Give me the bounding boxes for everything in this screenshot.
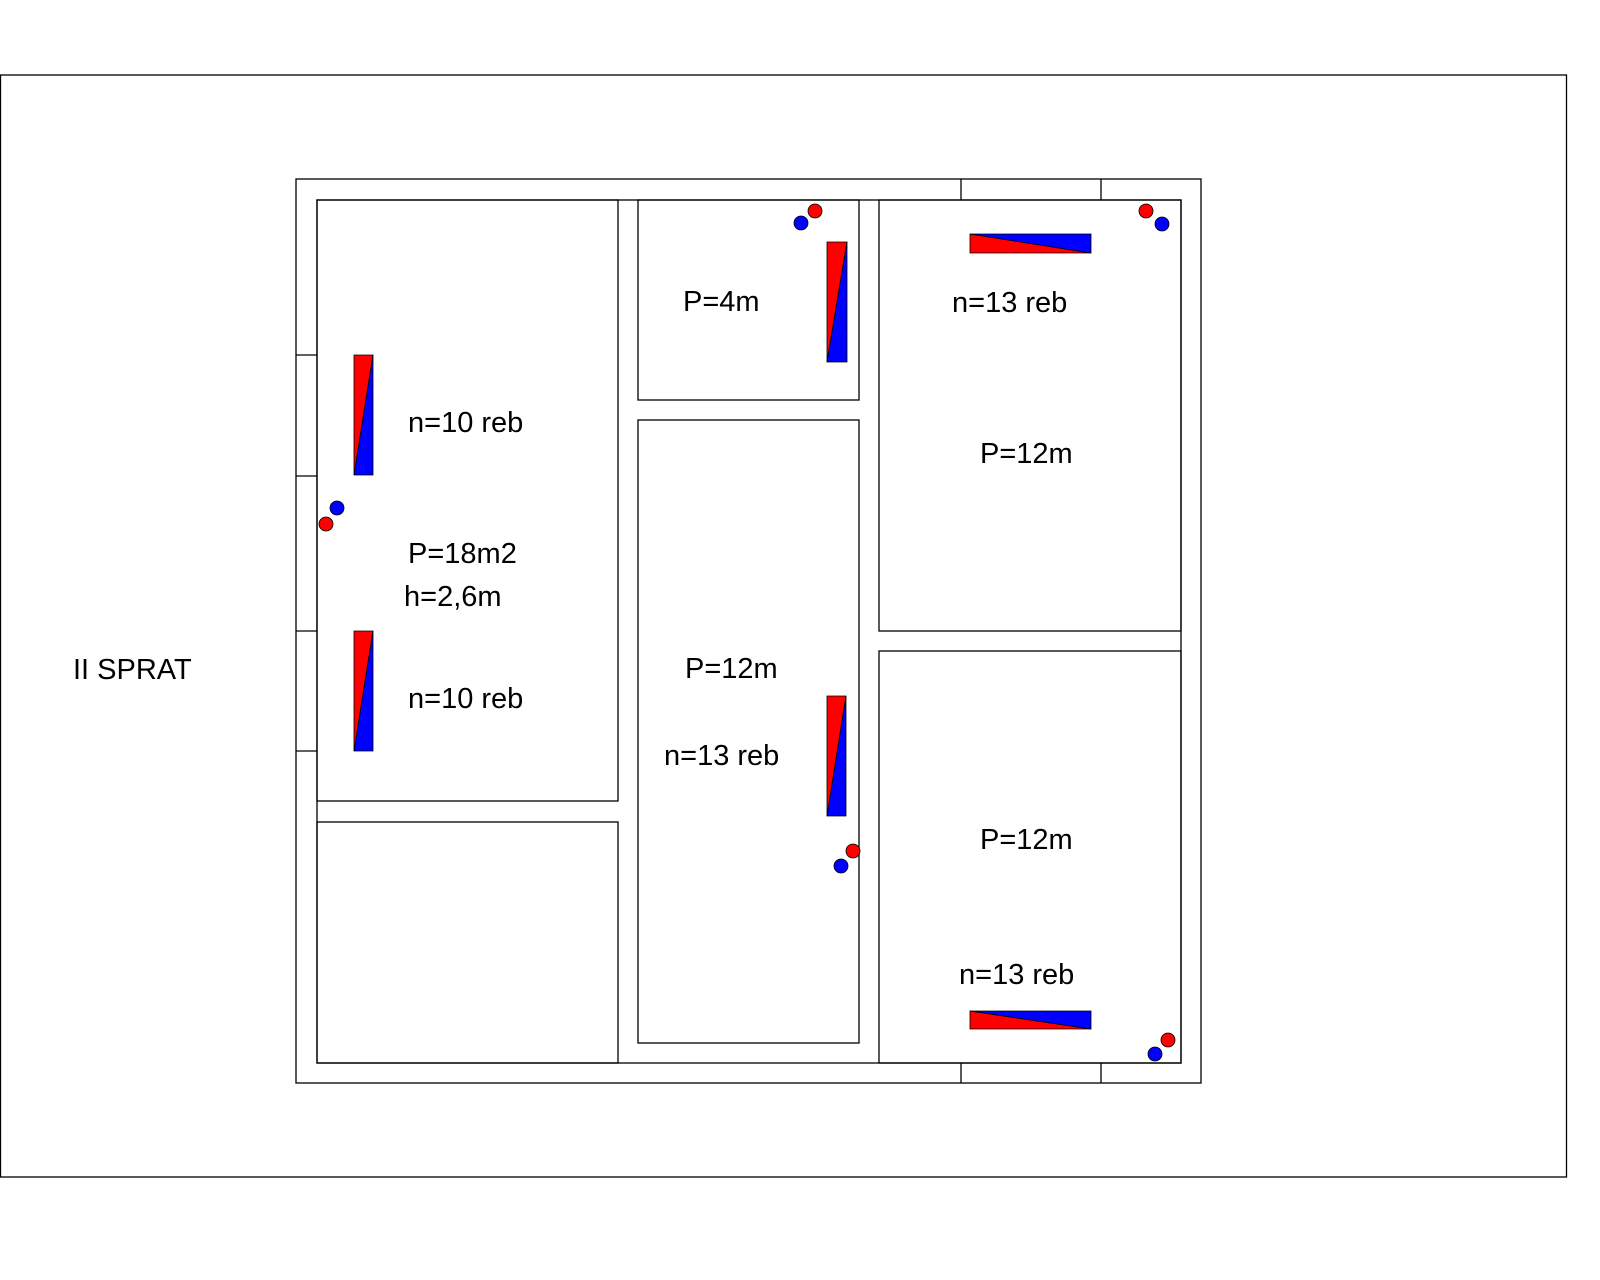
middle-room (637, 419, 860, 1044)
bottom-left-room (316, 821, 619, 1064)
pipe-riser-middle-top (793, 203, 823, 231)
radiator-right-top (969, 233, 1092, 254)
left-room-height-label: h=2,6m (404, 581, 502, 613)
windows (296, 179, 1102, 1083)
radiator-middle (826, 695, 847, 817)
return-pipe-icon (833, 858, 849, 874)
return-pipe-icon (1154, 216, 1170, 232)
supply-pipe-icon (1138, 203, 1154, 219)
left-room (316, 199, 619, 802)
radiator-left-top (353, 354, 374, 476)
right-bottom-room-area-label: P=12m (980, 824, 1073, 856)
middle-room-area-label: P=12m (685, 653, 778, 685)
supply-pipe-icon (807, 203, 823, 219)
right-top-room-radiator-label: n=13 reb (952, 287, 1067, 319)
pipe-riser-middle (833, 843, 861, 874)
middle-top-room (637, 199, 860, 401)
pipe-riser-right-bottom (1147, 1032, 1176, 1062)
supply-pipe-icon (845, 843, 861, 859)
left-room-radiator-top-label: n=10 reb (408, 407, 523, 439)
radiator-right-bottom (969, 1010, 1092, 1030)
floor-label: II SPRAT (73, 654, 192, 686)
supply-pipe-icon (318, 516, 334, 532)
left-room-area-label: P=18m2 (408, 538, 517, 570)
return-pipe-icon (793, 215, 809, 231)
middle-room-radiator-label: n=13 reb (664, 740, 779, 772)
left-room-radiator-bottom-label: n=10 reb (408, 683, 523, 715)
right-bottom-room (878, 650, 1182, 1064)
drawing-frame (0, 74, 1568, 1178)
right-top-room-area-label: P=12m (980, 438, 1073, 470)
pipe-riser-left (318, 500, 345, 532)
radiator-middle-top (826, 241, 848, 363)
supply-pipe-icon (1160, 1032, 1176, 1048)
pipe-riser-right-top (1138, 203, 1170, 232)
right-top-room (878, 199, 1182, 632)
middle-top-room-area-label: P=4m (683, 286, 760, 318)
return-pipe-icon (329, 500, 345, 516)
return-pipe-icon (1147, 1046, 1163, 1062)
right-bottom-room-radiator-label: n=13 reb (959, 959, 1074, 991)
radiator-left-bottom (353, 630, 374, 752)
